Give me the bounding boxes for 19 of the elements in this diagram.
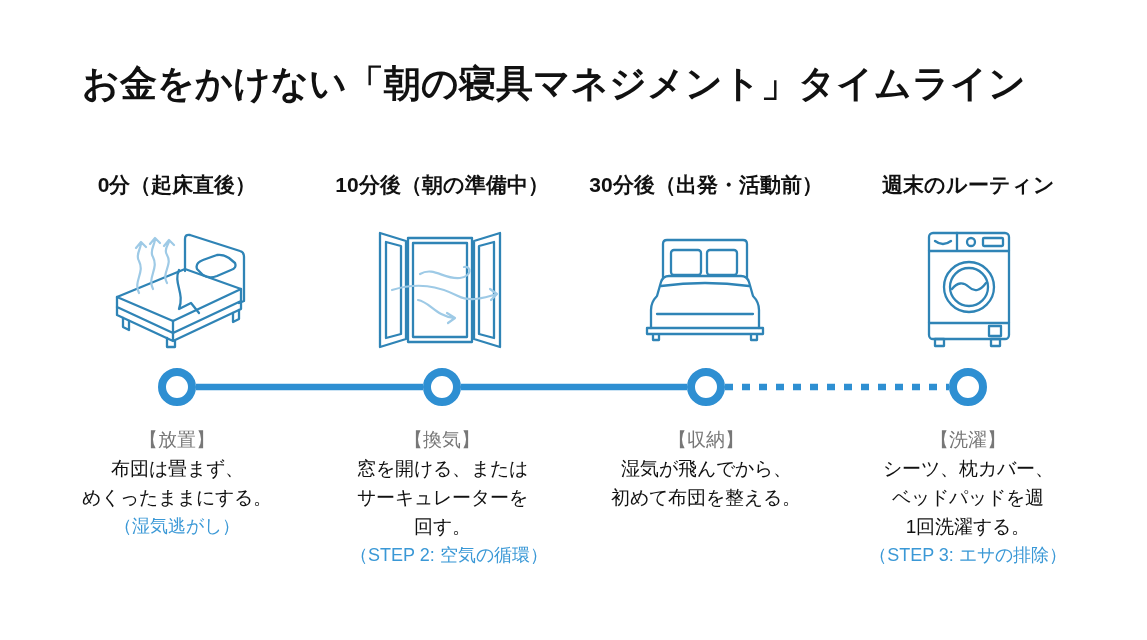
time-heading: 10分後（朝の準備中）: [335, 172, 549, 198]
step-note: （湿気逃がし）: [114, 515, 240, 538]
step-label: 【収納】: [668, 428, 744, 452]
time-heading: 0分（起床直後）: [97, 172, 257, 198]
step-label: 【換気】: [404, 428, 480, 452]
timeline-dot: [423, 368, 461, 406]
timeline-dot: [949, 368, 987, 406]
step-label: 【放置】: [139, 428, 215, 452]
title: お金をかけない「朝の寝具マネジメント」タイムライン: [82, 62, 1026, 106]
step-description: シーツ、枕カバー、ベッドパッドを週1回洗濯する。: [881, 457, 1055, 539]
step-note: （STEP 3: エサの排除）: [869, 544, 1067, 567]
time-heading: 週末のルーティン: [881, 172, 1055, 198]
step-description: 窓を開ける、またはサーキュレーターを回す。: [355, 457, 529, 539]
timeline-dot: [687, 368, 725, 406]
step-description: 湿気が飛んでから、初めて布団を整える。: [610, 457, 802, 510]
time-heading: 30分後（出発・活動前）: [589, 172, 823, 198]
step-description: 布団は畳まず、めくったままにする。: [81, 457, 273, 510]
step-label: 【洗濯】: [930, 428, 1006, 452]
timeline-dot: [158, 368, 196, 406]
